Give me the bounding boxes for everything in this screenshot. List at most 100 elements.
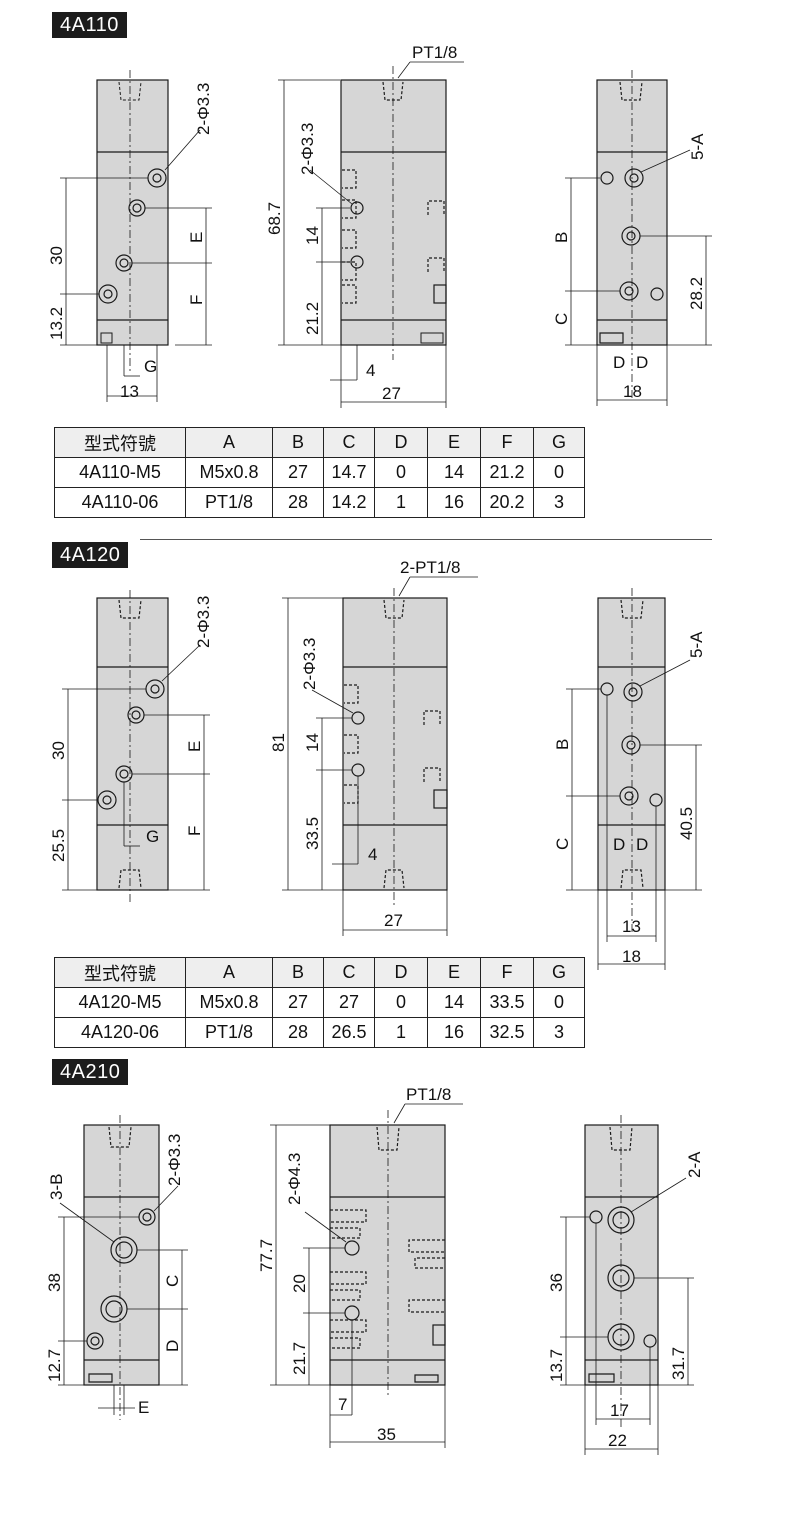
left-view-4a120 xyxy=(62,590,210,905)
cell: 4A110-M5 xyxy=(54,457,186,488)
left-label-c: C xyxy=(163,1275,182,1287)
right-view-4a210 xyxy=(560,1115,694,1455)
header-cell: G xyxy=(533,427,585,458)
cell: 4A110-06 xyxy=(54,487,186,518)
table-row: 4A120-06 PT1/8 28 26.5 1 16 32.5 3 xyxy=(54,1017,585,1048)
table-row: 4A110-06 PT1/8 28 14.2 1 16 20.2 3 xyxy=(54,487,585,518)
right-label-c: C xyxy=(553,838,572,850)
right-label-b: B xyxy=(552,232,571,243)
cell: 14.7 xyxy=(323,457,375,488)
right-dim-13-7: 13.7 xyxy=(547,1349,566,1382)
cell: 21.2 xyxy=(480,457,534,488)
cell: 16 xyxy=(427,1017,481,1048)
cell: 27 xyxy=(272,457,324,488)
left-dim-width: 13 xyxy=(120,382,139,401)
right-view-4a120 xyxy=(566,588,702,970)
cell: 1 xyxy=(374,487,428,518)
middle-view-4a110 xyxy=(278,61,464,408)
right-port-label: 2-A xyxy=(685,1151,704,1178)
right-label-c: C xyxy=(552,313,571,325)
mid-dim-width: 27 xyxy=(384,911,403,930)
left-dim-30: 30 xyxy=(47,246,66,265)
cell: 14 xyxy=(427,457,481,488)
left-label-e: E xyxy=(185,741,204,752)
header-cell: 型式符號 xyxy=(54,957,186,988)
left-dim-25-5: 25.5 xyxy=(49,829,68,862)
left-label-g: G xyxy=(144,357,157,376)
left-dim-13-2: 13.2 xyxy=(47,307,66,340)
section-title-4a110: 4A110 xyxy=(52,12,127,38)
cell: 4A120-M5 xyxy=(54,987,186,1018)
right-dim-13: 13 xyxy=(622,917,641,936)
left-label-f: F xyxy=(185,826,204,836)
cell: 20.2 xyxy=(480,487,534,518)
right-port-label: 5-A xyxy=(687,631,706,658)
header-cell: B xyxy=(272,957,324,988)
left-view-4a110 xyxy=(60,70,212,402)
right-dim-40-5: 40.5 xyxy=(677,807,696,840)
mid-dim-33-5: 33.5 xyxy=(303,817,322,850)
left-label-f: F xyxy=(187,295,206,305)
right-label-d1: D xyxy=(613,353,625,372)
spec-table-4a110: 型式符號 A B C D E F G 4A110-M5 M5x0.8 27 14… xyxy=(54,427,585,518)
header-cell: G xyxy=(533,957,585,988)
cell: 26.5 xyxy=(323,1017,375,1048)
right-dim-width: 18 xyxy=(623,382,642,401)
header-cell: C xyxy=(323,427,375,458)
middle-view-4a120 xyxy=(282,576,478,936)
right-label-b: B xyxy=(553,739,572,750)
right-label-d2: D xyxy=(636,835,648,854)
left-dim-38: 38 xyxy=(45,1273,64,1292)
right-dim-17: 17 xyxy=(610,1401,629,1420)
left-dim-30: 30 xyxy=(49,741,68,760)
middle-view-4a210 xyxy=(270,1103,463,1448)
left-label-d: D xyxy=(163,1340,182,1352)
mid-dim-height: 81 xyxy=(269,733,288,752)
cell: 4A120-06 xyxy=(54,1017,186,1048)
right-dim-18: 18 xyxy=(622,947,641,966)
spec-table-4a120: 型式符號 A B C D E F G 4A120-M5 M5x0.8 27 27… xyxy=(54,957,585,1048)
cell: 28 xyxy=(272,487,324,518)
cell: 14 xyxy=(427,987,481,1018)
mid-top-label: 2-PT1/8 xyxy=(400,558,460,577)
header-cell: F xyxy=(480,957,534,988)
section-title-4a210: 4A210 xyxy=(52,1059,129,1085)
table-row: 4A120-M5 M5x0.8 27 27 0 14 33.5 0 xyxy=(54,987,585,1018)
cell: PT1/8 xyxy=(185,487,273,518)
left-port-label: 3-B xyxy=(47,1174,66,1200)
header-cell: E xyxy=(427,957,481,988)
mid-dim-14: 14 xyxy=(303,226,322,245)
right-label-d1: D xyxy=(613,835,625,854)
mid-dim-21-7: 21.7 xyxy=(290,1342,309,1375)
left-label-e: E xyxy=(187,232,206,243)
cell: 14.2 xyxy=(323,487,375,518)
mid-phi-label: 2-Φ4.3 xyxy=(285,1153,304,1205)
cell: PT1/8 xyxy=(185,1017,273,1048)
mid-dim-width: 35 xyxy=(377,1425,396,1444)
cell: M5x0.8 xyxy=(185,457,273,488)
mid-dim-21-2: 21.2 xyxy=(303,302,322,335)
cell: 3 xyxy=(533,487,585,518)
right-port-label: 5-A xyxy=(688,133,707,160)
header-cell: A xyxy=(185,427,273,458)
cell: 3 xyxy=(533,1017,585,1048)
header-cell: D xyxy=(374,957,428,988)
header-cell: D xyxy=(374,427,428,458)
right-view-4a110 xyxy=(565,70,712,406)
cell: M5x0.8 xyxy=(185,987,273,1018)
mid-dim-14: 14 xyxy=(303,733,322,752)
header-cell: A xyxy=(185,957,273,988)
left-label-g: G xyxy=(146,827,159,846)
mid-top-label: PT1/8 xyxy=(406,1085,451,1104)
left-phi-label: 2-Φ3.3 xyxy=(194,596,213,648)
right-dim-31-7: 31.7 xyxy=(669,1347,688,1380)
left-label-e: E xyxy=(138,1398,149,1417)
mid-dim-height: 77.7 xyxy=(257,1239,276,1272)
left-view-4a210 xyxy=(58,1115,188,1420)
right-dim-22: 22 xyxy=(608,1431,627,1450)
mid-top-label: PT1/8 xyxy=(412,43,457,62)
mid-phi-label: 2-Φ3.3 xyxy=(300,638,319,690)
